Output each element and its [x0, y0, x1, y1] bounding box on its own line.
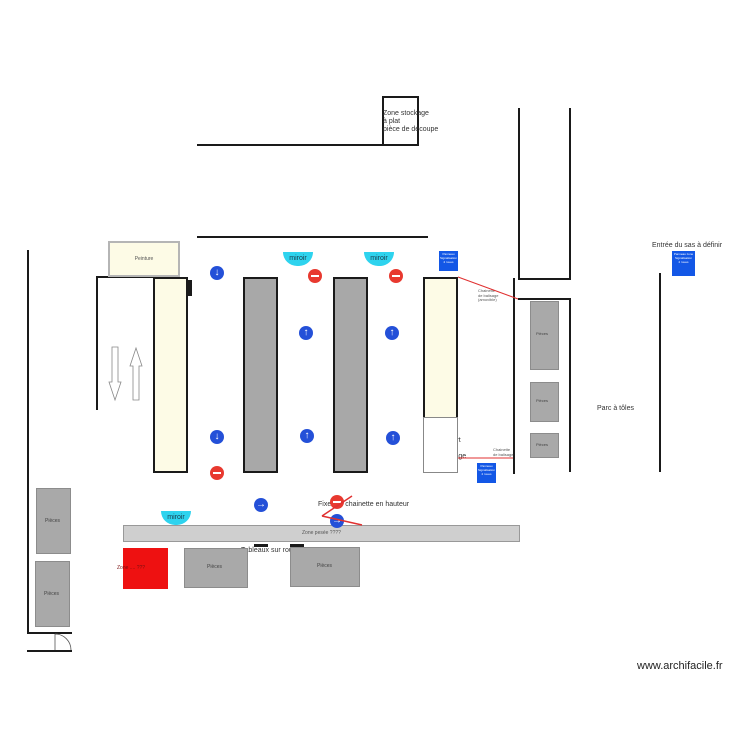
parts-box-left-1: Pièces: [36, 488, 71, 554]
parts-label: Pièces: [536, 331, 549, 336]
caster-board-mark-1: [254, 544, 268, 547]
panel-top-line-2: Signalisation: [439, 255, 457, 260]
signal-panel-low: Panneau Signalisation 2 roues: [477, 463, 496, 483]
mirror-1: miroir: [283, 252, 313, 266]
panel-right-line-1: Panneau zone: [673, 252, 694, 256]
panel-low-line-3: 2 roues: [481, 471, 492, 476]
parts-box-bottom-2: Pièces: [290, 547, 360, 587]
wall-far-right: [659, 273, 661, 472]
watermark: www.archifacile.fr: [637, 660, 723, 672]
wall-top-upper: [197, 144, 419, 146]
arrow-down-icon: ↓: [210, 430, 224, 444]
wall-corridor-right-b: [569, 298, 571, 472]
chain-line-fixed-1: [321, 495, 353, 517]
panel-top-line-3: 2 roues: [443, 259, 454, 264]
chain-line-top: [457, 276, 519, 300]
chain-top-line-1: Chainette: [478, 288, 496, 293]
parts-box-bottom-1: Pièces: [184, 548, 248, 588]
arrow-up-icon: ↑: [385, 326, 399, 340]
wall-corridor-right-a: [569, 108, 571, 280]
casters-boards-label: Tableaux sur roulettes: [241, 547, 310, 554]
parts-label: Pièces: [536, 398, 549, 403]
mirror-label: miroir: [167, 514, 185, 521]
no-entry-icon: [308, 269, 322, 283]
wall-bottom-left-h: [27, 632, 72, 634]
sas-entrance-label: Entrée du sas à définir: [652, 242, 723, 249]
chain-fixed-label: Fixe par chainette en hauteur: [318, 501, 410, 508]
arrow-right-icon: →: [254, 498, 268, 512]
chain-top-line-3: (amovible): [478, 297, 497, 303]
weighing-zone-label: Zone pesée ????: [302, 530, 341, 536]
panel-low-line-2: Signalisation: [477, 467, 495, 472]
arrow-up-icon: ↑: [299, 326, 313, 340]
chain-low-line-2: de balisage: [493, 451, 514, 457]
wall-storage-right: [417, 96, 419, 146]
arrow-up-icon: ↑: [300, 429, 314, 443]
mirror-2: miroir: [364, 252, 394, 266]
mirror-label: miroir: [289, 255, 307, 262]
wall-storage-top: [382, 96, 419, 98]
parts-box-left-2: Pièces: [35, 561, 70, 627]
wall-corridor-left-a: [518, 108, 520, 280]
rail-3: [333, 277, 368, 473]
wall-corridor-left-b: [513, 278, 515, 474]
parts-box-right-3: Pièces: [530, 433, 559, 458]
wall-corridor-sep-2: [518, 298, 571, 300]
arrow-down-icon: ↓: [210, 266, 224, 280]
chain-low-line-1: Chainette: [493, 447, 511, 452]
parts-box-right-2: Pièces: [530, 382, 559, 422]
red-zone-label: Zone .... ???: [117, 565, 146, 571]
chain-top-line-2: de balisage: [478, 292, 499, 298]
sheet-park-label: Parc à tôles: [597, 405, 634, 412]
parts-box-right-1: Pièces: [530, 301, 559, 370]
paint-area-label: Peinture: [134, 256, 154, 262]
chain-top-label: Chainette de balisage (amovible): [478, 288, 499, 303]
rail-1: [153, 277, 188, 473]
paint-area: Peinture: [108, 241, 180, 277]
mirror-3: miroir: [161, 511, 191, 525]
wall-storage-left: [382, 96, 384, 146]
storage-zone-line-2: à plat: [383, 118, 401, 126]
door-swing-icon: [54, 633, 72, 651]
panel-top-line-1: Panneau: [442, 252, 455, 256]
red-zone: Zone .... ???: [117, 548, 168, 589]
panel-right-line-2: Signalisation: [674, 255, 692, 260]
panel-low-line-1: Panneau: [480, 464, 493, 468]
no-entry-icon: [330, 495, 344, 509]
storage-zone-line-1: Zone stockage: [383, 110, 429, 117]
rail-4-departure-section: [423, 417, 458, 473]
parts-label: Pièces: [45, 518, 61, 524]
parts-label: Pièces: [44, 591, 60, 597]
wall-left-outer: [27, 250, 29, 633]
storage-zone-label: Zone stockage à plat pièce de découpe: [383, 110, 438, 134]
panel-right-line-3: 2 roues: [678, 259, 689, 264]
rail-end-block: [188, 280, 192, 296]
signal-panel-right: Panneau zone Signalisation 2 roues: [672, 251, 695, 276]
traffic-arrow-up-icon: [129, 346, 143, 401]
rail-2: [243, 277, 278, 473]
weighing-bench: Zone pesée ????: [123, 525, 520, 542]
no-entry-icon: [389, 269, 403, 283]
rail-4: [423, 277, 458, 417]
caster-board-mark-2: [290, 544, 304, 547]
storage-zone-line-3: pièce de découpe: [383, 126, 439, 134]
parts-label: Pièces: [207, 564, 223, 570]
wall-top-lower: [197, 236, 428, 238]
wall-bottom-left-lower: [27, 650, 72, 652]
mirror-label: miroir: [370, 255, 388, 262]
arrow-right-icon: →: [330, 514, 344, 528]
no-entry-icon: [210, 466, 224, 480]
wall-workshop-left: [96, 276, 98, 410]
parts-label: Pièces: [317, 563, 333, 569]
traffic-arrow-down-icon: [108, 346, 122, 402]
chain-line-fixed-2: [321, 515, 363, 526]
wall-corridor-sep: [518, 278, 571, 280]
parts-label: Pièces: [536, 442, 549, 447]
chain-low-label: Chainette de balisage: [493, 447, 514, 457]
arrow-up-icon: ↑: [386, 431, 400, 445]
wall-workshop-top: [96, 276, 154, 278]
signal-panel-top: Panneau Signalisation 2 roues: [439, 251, 458, 271]
